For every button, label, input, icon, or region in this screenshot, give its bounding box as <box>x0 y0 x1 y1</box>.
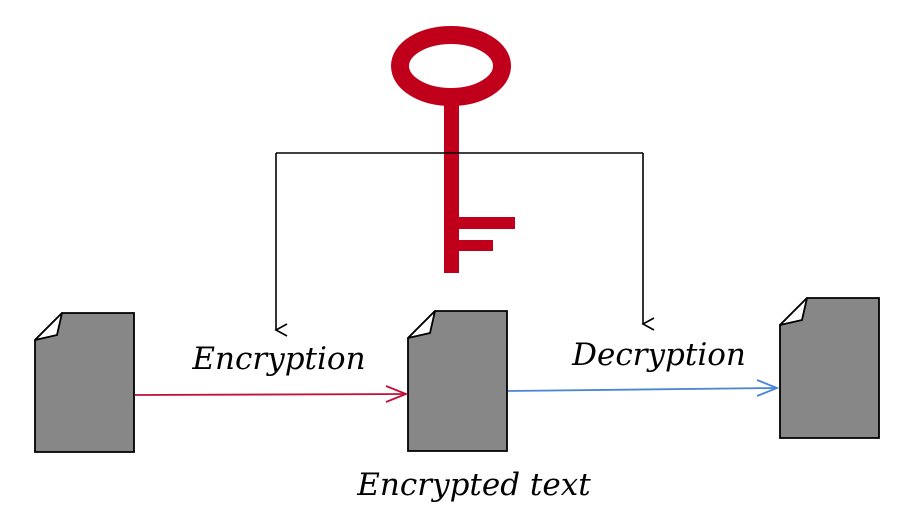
encrypted-document-icon <box>407 310 508 452</box>
encryption-arrow <box>134 385 409 403</box>
encryption-label: Encryption <box>191 341 365 377</box>
key-icon <box>391 26 515 273</box>
decryption-label: Decryption <box>571 337 746 373</box>
key-distribution-lines <box>274 152 655 337</box>
encrypted-text-label: Encrypted text <box>356 467 591 503</box>
decrypted-document-icon <box>779 297 880 439</box>
plaintext-document-icon <box>34 312 135 453</box>
decryption-arrow <box>507 379 780 397</box>
